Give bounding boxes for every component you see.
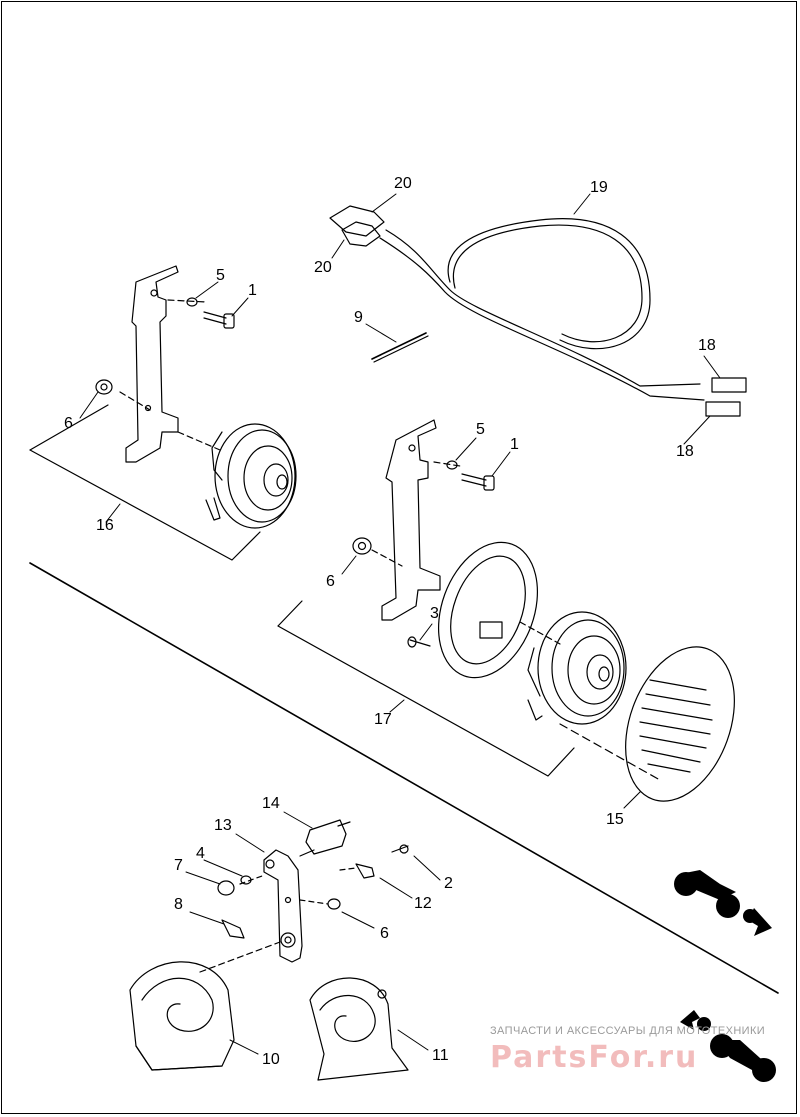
callout-13: 13	[214, 817, 232, 834]
clip-8	[221, 919, 245, 939]
motorcycle-direction-icon-rear	[680, 1010, 776, 1082]
callout-9: 9	[354, 309, 363, 326]
callout-18-bottom: 18	[676, 443, 694, 460]
bolt-1b-head	[483, 475, 495, 491]
callout-14: 14	[262, 795, 280, 812]
mount-bracket-17	[381, 419, 441, 621]
callout-4: 4	[196, 845, 205, 862]
terminal-18a	[711, 377, 747, 393]
callout-20-bottom: 20	[314, 259, 332, 276]
callout-2: 2	[444, 875, 453, 892]
callout-1-center: 1	[510, 436, 519, 453]
trim-ring	[437, 541, 539, 679]
group-bracket-17b	[277, 625, 575, 777]
connector-20a	[329, 205, 385, 237]
watermark-tagline: ЗАПЧАСТИ И АКСЕССУАРЫ ДЛЯ МОТОТЕХНИКИ	[490, 1025, 766, 1037]
horn-cover-15	[625, 646, 735, 802]
lower-mount-hardware	[199, 819, 409, 973]
snail-horn-10	[129, 961, 235, 1071]
nut-6b	[352, 537, 372, 555]
motorcycle-direction-icon-front	[674, 870, 772, 936]
wiring-harness-19	[329, 205, 747, 417]
connector-20b	[341, 221, 381, 247]
cable-tie-9	[371, 332, 427, 360]
callout-16: 16	[96, 517, 114, 534]
callout-6-lower: 6	[380, 925, 389, 942]
acorn-nut-7	[217, 880, 235, 896]
group-bracket-17a	[277, 600, 303, 627]
callout-8: 8	[174, 896, 183, 913]
terminal-18b	[705, 401, 741, 417]
terminal-12	[355, 863, 375, 879]
callout-1-upper-left: 1	[248, 282, 257, 299]
group-bracket-16b	[29, 449, 261, 561]
horn-assembly-17	[277, 419, 735, 802]
callout-6-center: 6	[326, 573, 335, 590]
callout-7: 7	[174, 857, 183, 874]
callout-18-top: 18	[698, 337, 716, 354]
nut-6c	[327, 898, 341, 910]
horn-assembly-16	[29, 265, 297, 561]
rubber-mount-14	[305, 819, 347, 855]
mount-plate-13	[263, 849, 303, 963]
mount-bracket-16	[125, 265, 179, 463]
washer-5b	[446, 460, 458, 470]
callout-11: 11	[432, 1047, 449, 1064]
callout-3: 3	[430, 605, 439, 622]
callout-5-center: 5	[476, 421, 485, 438]
callout-15: 15	[606, 811, 624, 828]
bolt-1a-head	[223, 313, 235, 329]
horn-16-body	[214, 423, 296, 529]
bolt-1a-shank	[203, 311, 227, 325]
callout-10: 10	[262, 1051, 280, 1068]
ring-tab	[479, 621, 503, 639]
snail-horn-11	[309, 977, 409, 1081]
callout-17: 17	[374, 711, 392, 728]
watermark-logo: PartsFor.ru	[490, 1040, 699, 1075]
callout-12: 12	[414, 895, 432, 912]
nut-6a	[95, 379, 113, 395]
callout-19: 19	[590, 179, 608, 196]
callout-6-upper-left: 6	[64, 415, 73, 432]
horn-17-body	[537, 611, 627, 725]
callout-20-top: 20	[394, 175, 412, 192]
callout-5-upper-left: 5	[216, 267, 225, 284]
washer-5a	[186, 297, 198, 307]
screw-3	[409, 639, 431, 647]
section-divider-line	[29, 562, 779, 994]
group-bracket-16a	[29, 404, 109, 451]
callout-leaders	[79, 193, 721, 1055]
bolt-1b-shank	[461, 473, 487, 487]
